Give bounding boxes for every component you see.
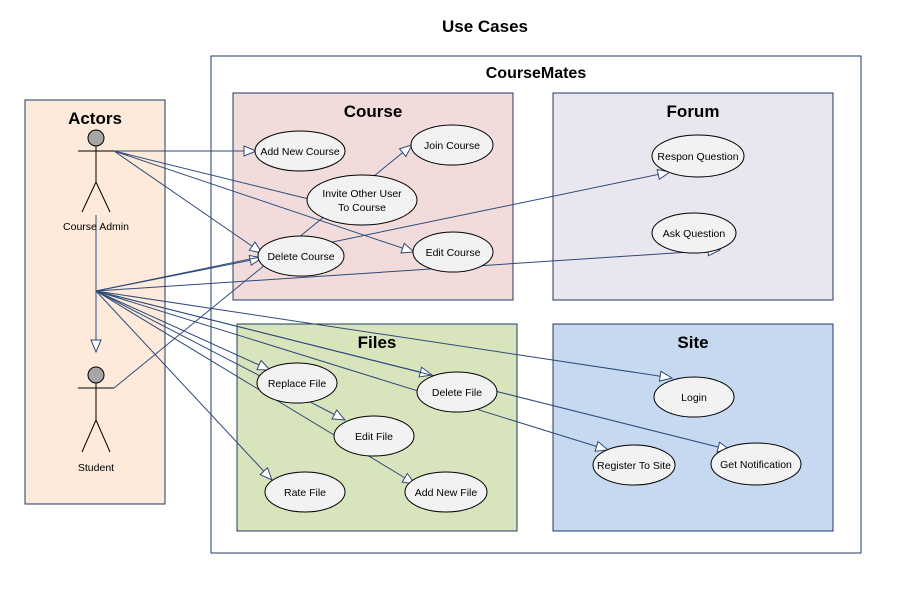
connectors [96,145,730,484]
package-forum-title: Forum [667,102,720,121]
package-files-title: Files [358,333,397,352]
use-case-edit-course-label: Edit Course [426,247,481,259]
actor-course-admin-head-icon [87,129,105,147]
use-case-replace-file-label: Replace File [268,378,327,390]
use-case-delete-course-label: Delete Course [267,251,334,263]
use-case-rate-file[interactable]: Rate File [264,471,346,513]
use-case-add-new-course-label: Add New Course [260,146,340,158]
connector-admin-delete-course [113,150,262,253]
actor-course-admin[interactable] [78,129,114,213]
package-site-title: Site [677,333,708,352]
use-case-invite-line1: Invite Other User [322,188,402,200]
use-case-add-new-file[interactable]: Add New File [404,471,488,513]
connector-admin-invite [113,150,325,203]
connector-hub-rate-file [95,290,272,480]
use-case-respon-question-label: Respon Question [657,151,738,163]
actor-student[interactable] [78,366,114,453]
use-case-get-notification-label: Get Notification [720,459,792,471]
use-case-get-notification[interactable]: Get Notification [710,442,802,486]
actors-panel-title: Actors [68,109,122,128]
use-case-ask-question[interactable]: Ask Question [651,212,737,254]
use-case-edit-file-label: Edit File [355,431,393,443]
connector-hub-login [95,290,672,378]
connector-hub-replace-file [95,290,270,370]
use-case-ask-question-label: Ask Question [663,228,726,240]
use-case-replace-file[interactable]: Replace File [256,362,338,404]
diagram-title: Use Cases [442,17,528,36]
use-case-rate-file-label: Rate File [284,487,326,499]
use-case-invite-line2: To Course [338,202,386,214]
use-case-edit-course[interactable]: Edit Course [412,231,494,273]
actor-student-label: Student [78,462,114,474]
use-case-delete-course[interactable]: Delete Course [257,235,345,277]
connector-hub-get-notification [95,290,730,450]
connector-hub-register [95,290,608,450]
system-title: CourseMates [486,65,587,82]
use-case-edit-file[interactable]: Edit File [333,415,415,457]
use-case-register-to-site-label: Register To Site [597,460,671,472]
use-case-delete-file[interactable]: Delete File [416,371,498,413]
use-case-invite-other-user[interactable]: Invite Other User To Course [306,174,418,226]
actor-student-head-icon [87,366,105,384]
connector-hub-respon-question [95,172,670,292]
use-case-delete-file-label: Delete File [432,387,482,399]
use-case-respon-question[interactable]: Respon Question [651,134,745,178]
use-case-add-new-course[interactable]: Add New Course [254,130,346,172]
actor-course-admin-label: Course Admin [63,221,129,233]
use-case-join-course-label: Join Course [424,140,480,152]
use-case-add-new-file-label: Add New File [415,487,478,499]
use-case-login[interactable]: Login [653,376,735,418]
use-case-register-to-site[interactable]: Register To Site [592,444,676,486]
use-case-join-course[interactable]: Join Course [410,124,494,166]
use-case-login-label: Login [681,392,707,404]
package-course-title: Course [344,102,403,121]
connector-hub-ask-question [95,250,720,292]
package-site [552,323,834,532]
package-forum [552,92,834,301]
